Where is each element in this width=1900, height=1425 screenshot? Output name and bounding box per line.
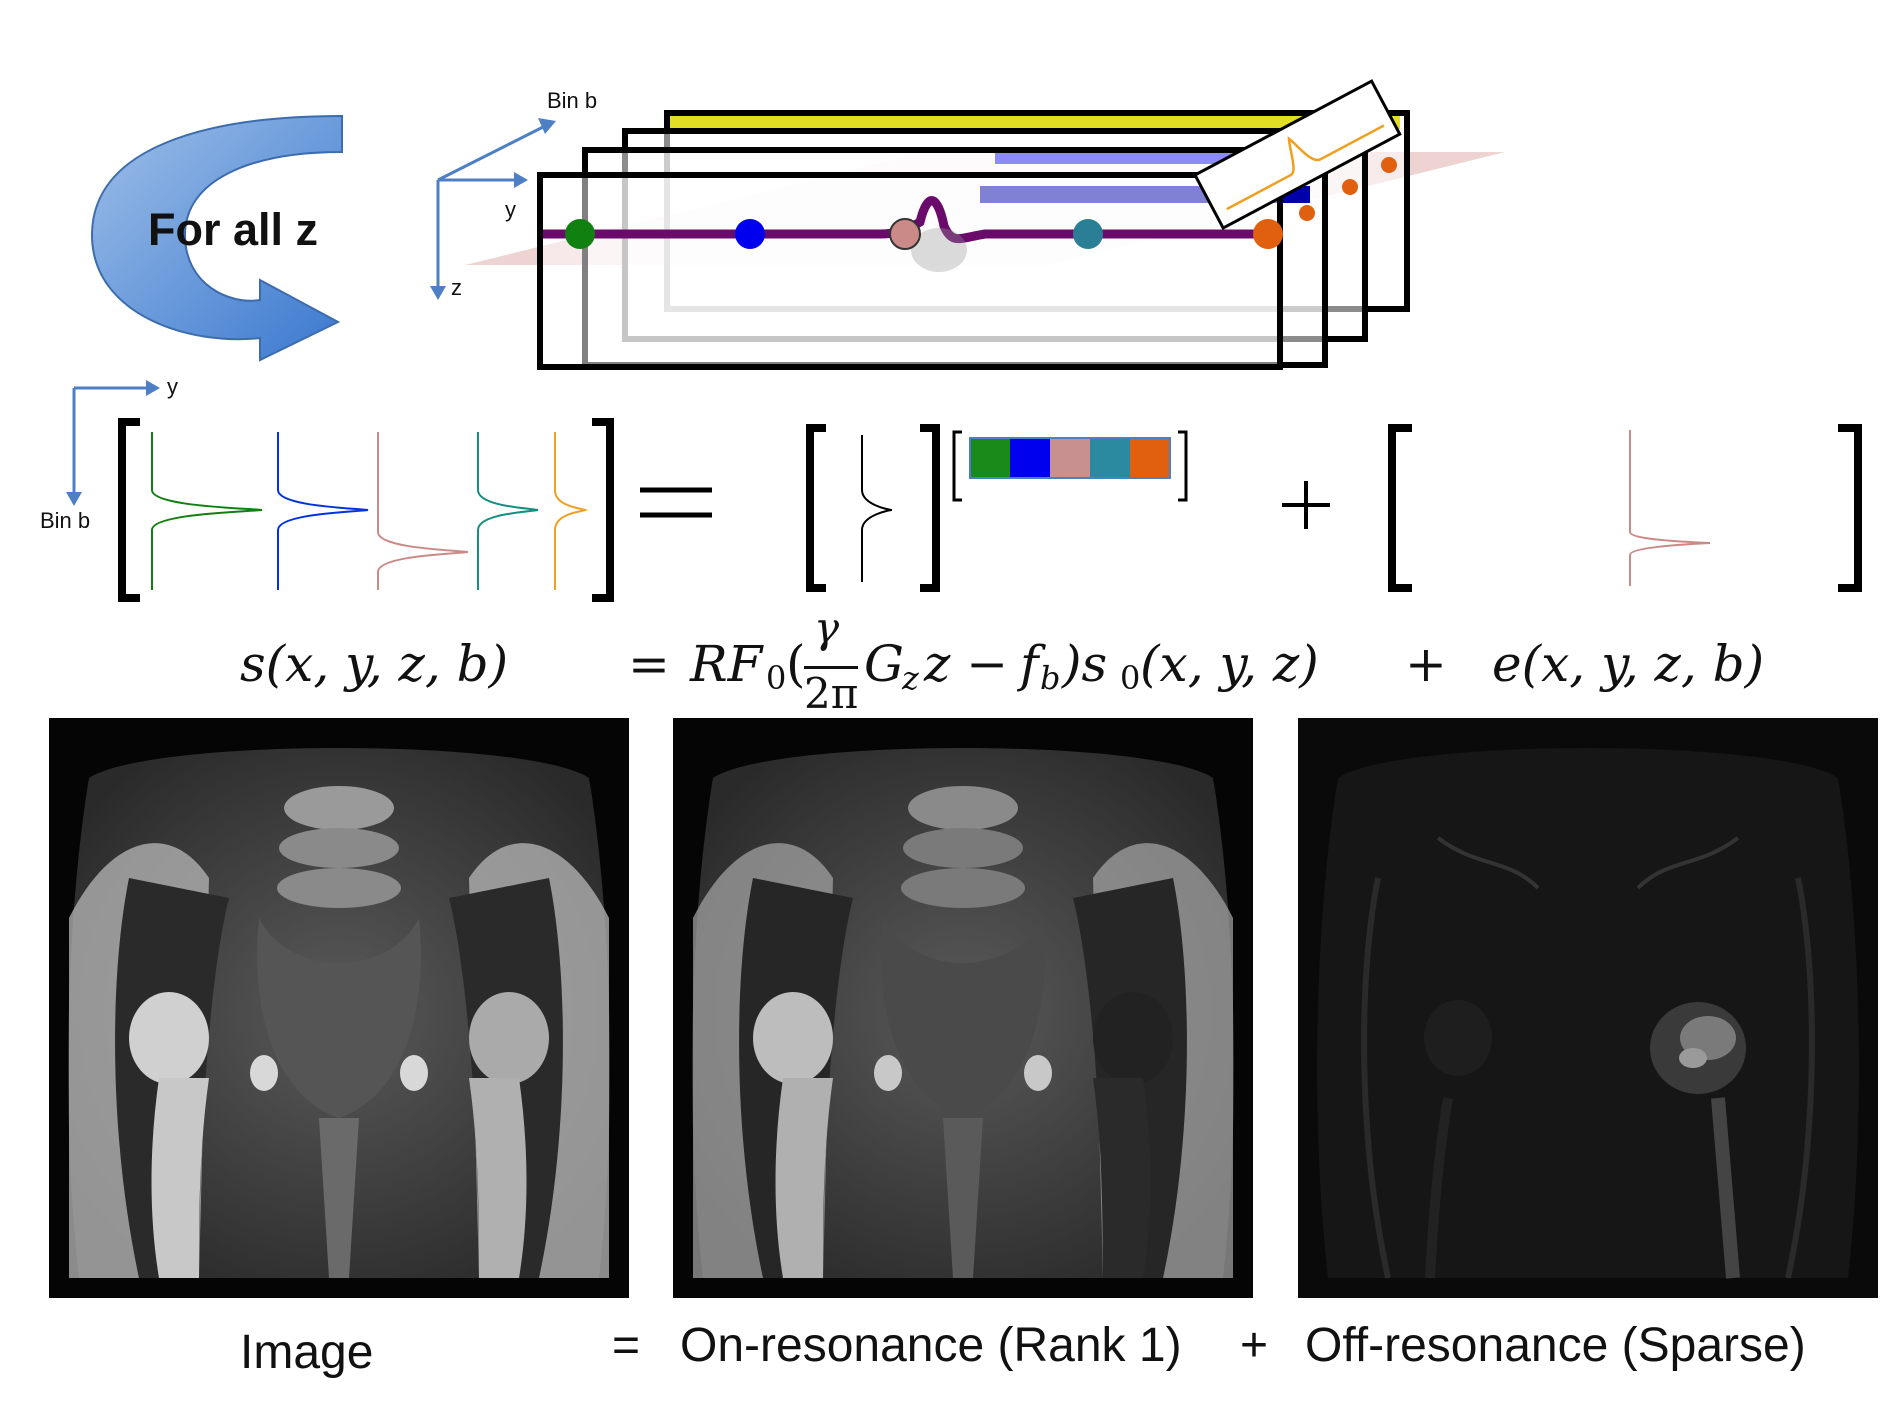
caption-on-resonance: On-resonance (Rank 1) [680,1319,1182,1372]
dot-orange [1253,219,1283,249]
caption-equals: = [612,1319,641,1372]
spectrum-3 [377,432,469,590]
eq-close: )s [1062,635,1108,693]
dot-blue [735,219,765,249]
mri-off-resonance [1298,718,1878,1298]
spectrum-inset [1192,79,1402,231]
spectrum-1 [151,432,263,590]
eq-f: f [1020,635,1039,693]
eq-rhs: e(x, y, z, b) [1492,635,1765,693]
weight-block-1 [970,438,1010,478]
eq-two-pi: 2π [804,669,859,718]
axis-label-y-left: y [167,374,178,399]
caption-image: Image [240,1326,374,1379]
loop-arrow-icon [90,114,343,362]
caption-off-resonance: Off-resonance (Sparse) [1305,1319,1806,1372]
dot-teal [1073,219,1103,249]
axis-label-z-top: z [451,275,462,300]
spectrum-4 [477,432,539,590]
slab-details [400,60,1510,380]
matrix-row [118,418,1862,602]
weight-block-3 [1050,438,1090,478]
mri-on-resonance [673,718,1253,1298]
dot-pink [889,218,921,250]
caption-plus: + [1240,1319,1269,1372]
eq-gamma: γ [814,603,840,652]
dot-green [565,219,595,249]
bracket-left-close [592,418,614,602]
weight-block-4 [1090,438,1130,478]
eq-rf-sub: 0 [766,659,787,697]
eq-open-paren: ( [786,635,806,693]
eq-lhs: s(x, y, z, b) [240,635,509,693]
bracket-left-open [118,418,140,602]
eq-gz-sub: z [902,659,919,697]
eq-rf: RF [690,635,763,693]
weight-block-2 [1010,438,1050,478]
axis-label-y-top: y [505,197,516,222]
axis-label-bin-top: Bin b [547,88,598,113]
eq-fraction-bar [804,666,858,669]
eq-gz: G [864,635,904,693]
mri-image [49,718,629,1298]
axis-label-bin-left: Bin b [40,508,91,533]
eq-z-minus: z − [924,635,1009,693]
eq-equals: = [628,635,670,693]
off-resonance-spectrum [1629,430,1711,586]
weight-vector-outline [969,437,1171,479]
equation: s(x, y, z, b) = RF 0 ( γ 2π G z z − f b … [0,603,1900,718]
on-resonance-spectrum [861,435,893,582]
eq-plus: + [1405,635,1447,693]
spectrum-5 [554,432,589,590]
loop-label: For all z [148,204,319,255]
spectrum-2 [277,432,369,590]
eq-s-args: (x, y, z) [1140,635,1319,693]
left-axes [66,380,160,506]
eq-s-sub: 0 [1120,659,1141,697]
eq-f-sub: b [1040,659,1061,697]
weight-block-5 [1130,438,1170,478]
